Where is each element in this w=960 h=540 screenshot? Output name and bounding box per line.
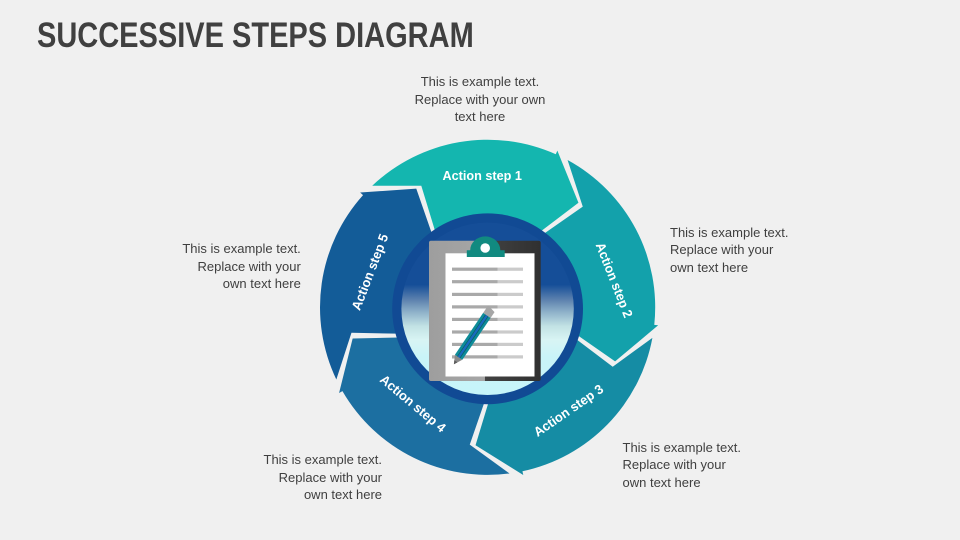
svg-text:Action step 1: Action step 1	[442, 168, 521, 183]
